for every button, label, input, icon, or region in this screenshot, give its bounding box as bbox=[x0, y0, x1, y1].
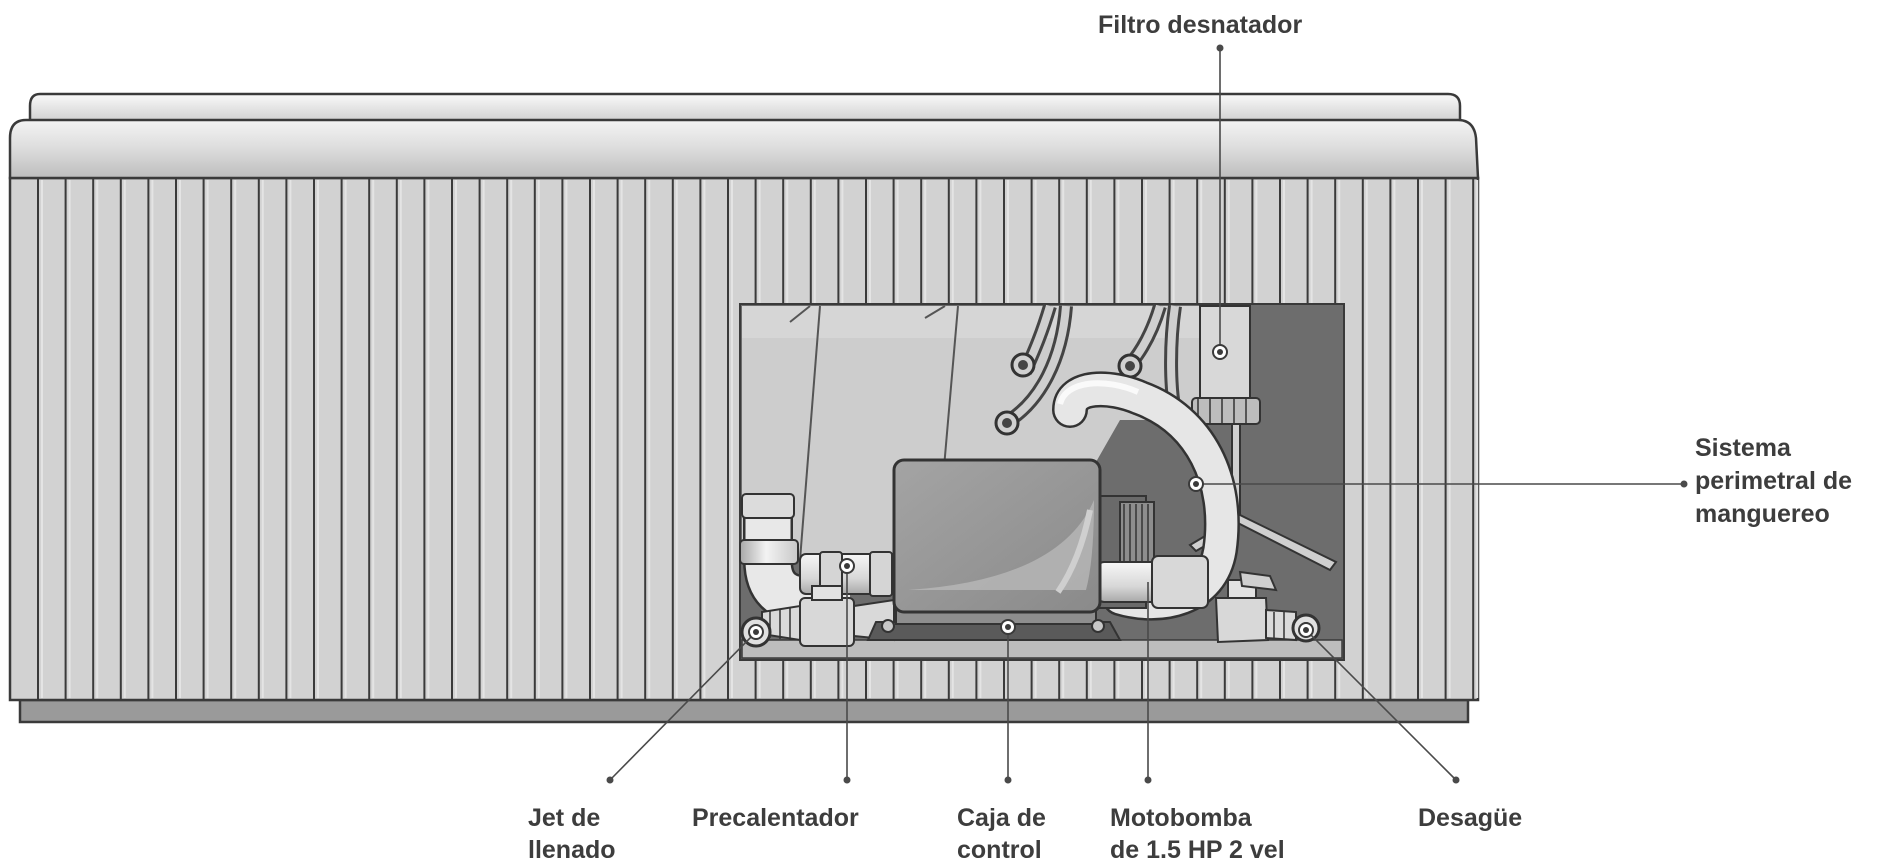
label-jet-line-1: Jet de bbox=[528, 804, 600, 832]
lid-top-layer bbox=[28, 92, 1462, 124]
label-motobomba: Motobomba de 1.5 HP 2 vel bbox=[1110, 804, 1285, 862]
label-caja-line-1: Caja de bbox=[957, 804, 1046, 832]
label-caja-de-control: Caja de control bbox=[957, 804, 1053, 862]
label-motobomba-line-1: Motobomba bbox=[1110, 804, 1253, 832]
leader-lines bbox=[606, 44, 1688, 784]
label-filtro-desnatador: Filtro desnatador bbox=[1098, 11, 1302, 39]
label-caja-line-2: control bbox=[957, 836, 1042, 862]
label-precalentador: Precalentador bbox=[692, 804, 859, 832]
equipment-bay bbox=[739, 303, 1345, 661]
label-jet-de-llenado: Jet de llenado bbox=[528, 804, 616, 862]
lid-main bbox=[8, 118, 1480, 180]
label-jet-line-2: llenado bbox=[528, 836, 616, 862]
label-sistema-line-3: manguereo bbox=[1695, 500, 1830, 528]
label-sistema-perimetral: Sistema perimetral de manguereo bbox=[1695, 434, 1859, 528]
label-sistema-line-2: perimetral de bbox=[1695, 467, 1852, 495]
cabinet-base bbox=[18, 698, 1470, 724]
label-motobomba-line-2: de 1.5 HP 2 vel bbox=[1110, 836, 1285, 862]
label-sistema-line-1: Sistema bbox=[1695, 434, 1792, 462]
label-desague: Desagüe bbox=[1418, 804, 1522, 832]
